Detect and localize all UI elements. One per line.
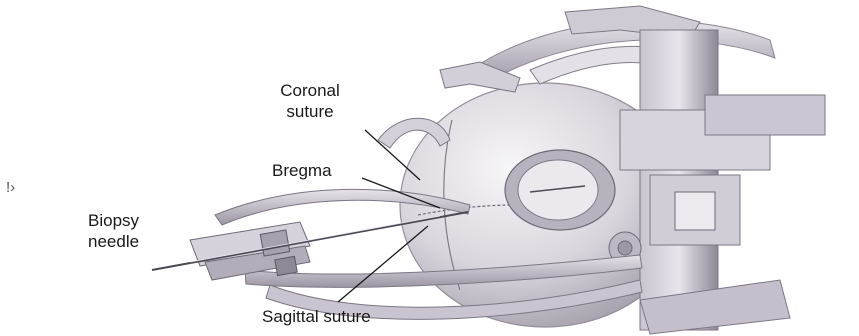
biopsy-needle-label: Biopsy needle bbox=[88, 210, 139, 252]
coronal-suture-label-line2: suture bbox=[266, 101, 354, 122]
frame-lower-window bbox=[675, 192, 715, 230]
frame-knob-center bbox=[618, 241, 632, 255]
stray-mark: !› bbox=[6, 179, 15, 196]
needle-clamp bbox=[260, 230, 289, 256]
sagittal-suture-leader bbox=[338, 226, 428, 302]
bregma-label: Bregma bbox=[272, 160, 332, 181]
biopsy-needle-label-line1: Biopsy bbox=[88, 210, 139, 231]
frame-right-bar bbox=[705, 95, 825, 135]
ear-bar-ring-inner bbox=[518, 160, 598, 220]
biopsy-needle-label-line2: needle bbox=[88, 231, 139, 252]
needle-clamp-2 bbox=[275, 256, 297, 275]
coronal-suture-label-line1: Coronal bbox=[266, 80, 354, 101]
coronal-suture-label: Coronal suture bbox=[266, 80, 354, 122]
sagittal-suture-label: Sagittal suture bbox=[262, 306, 371, 327]
